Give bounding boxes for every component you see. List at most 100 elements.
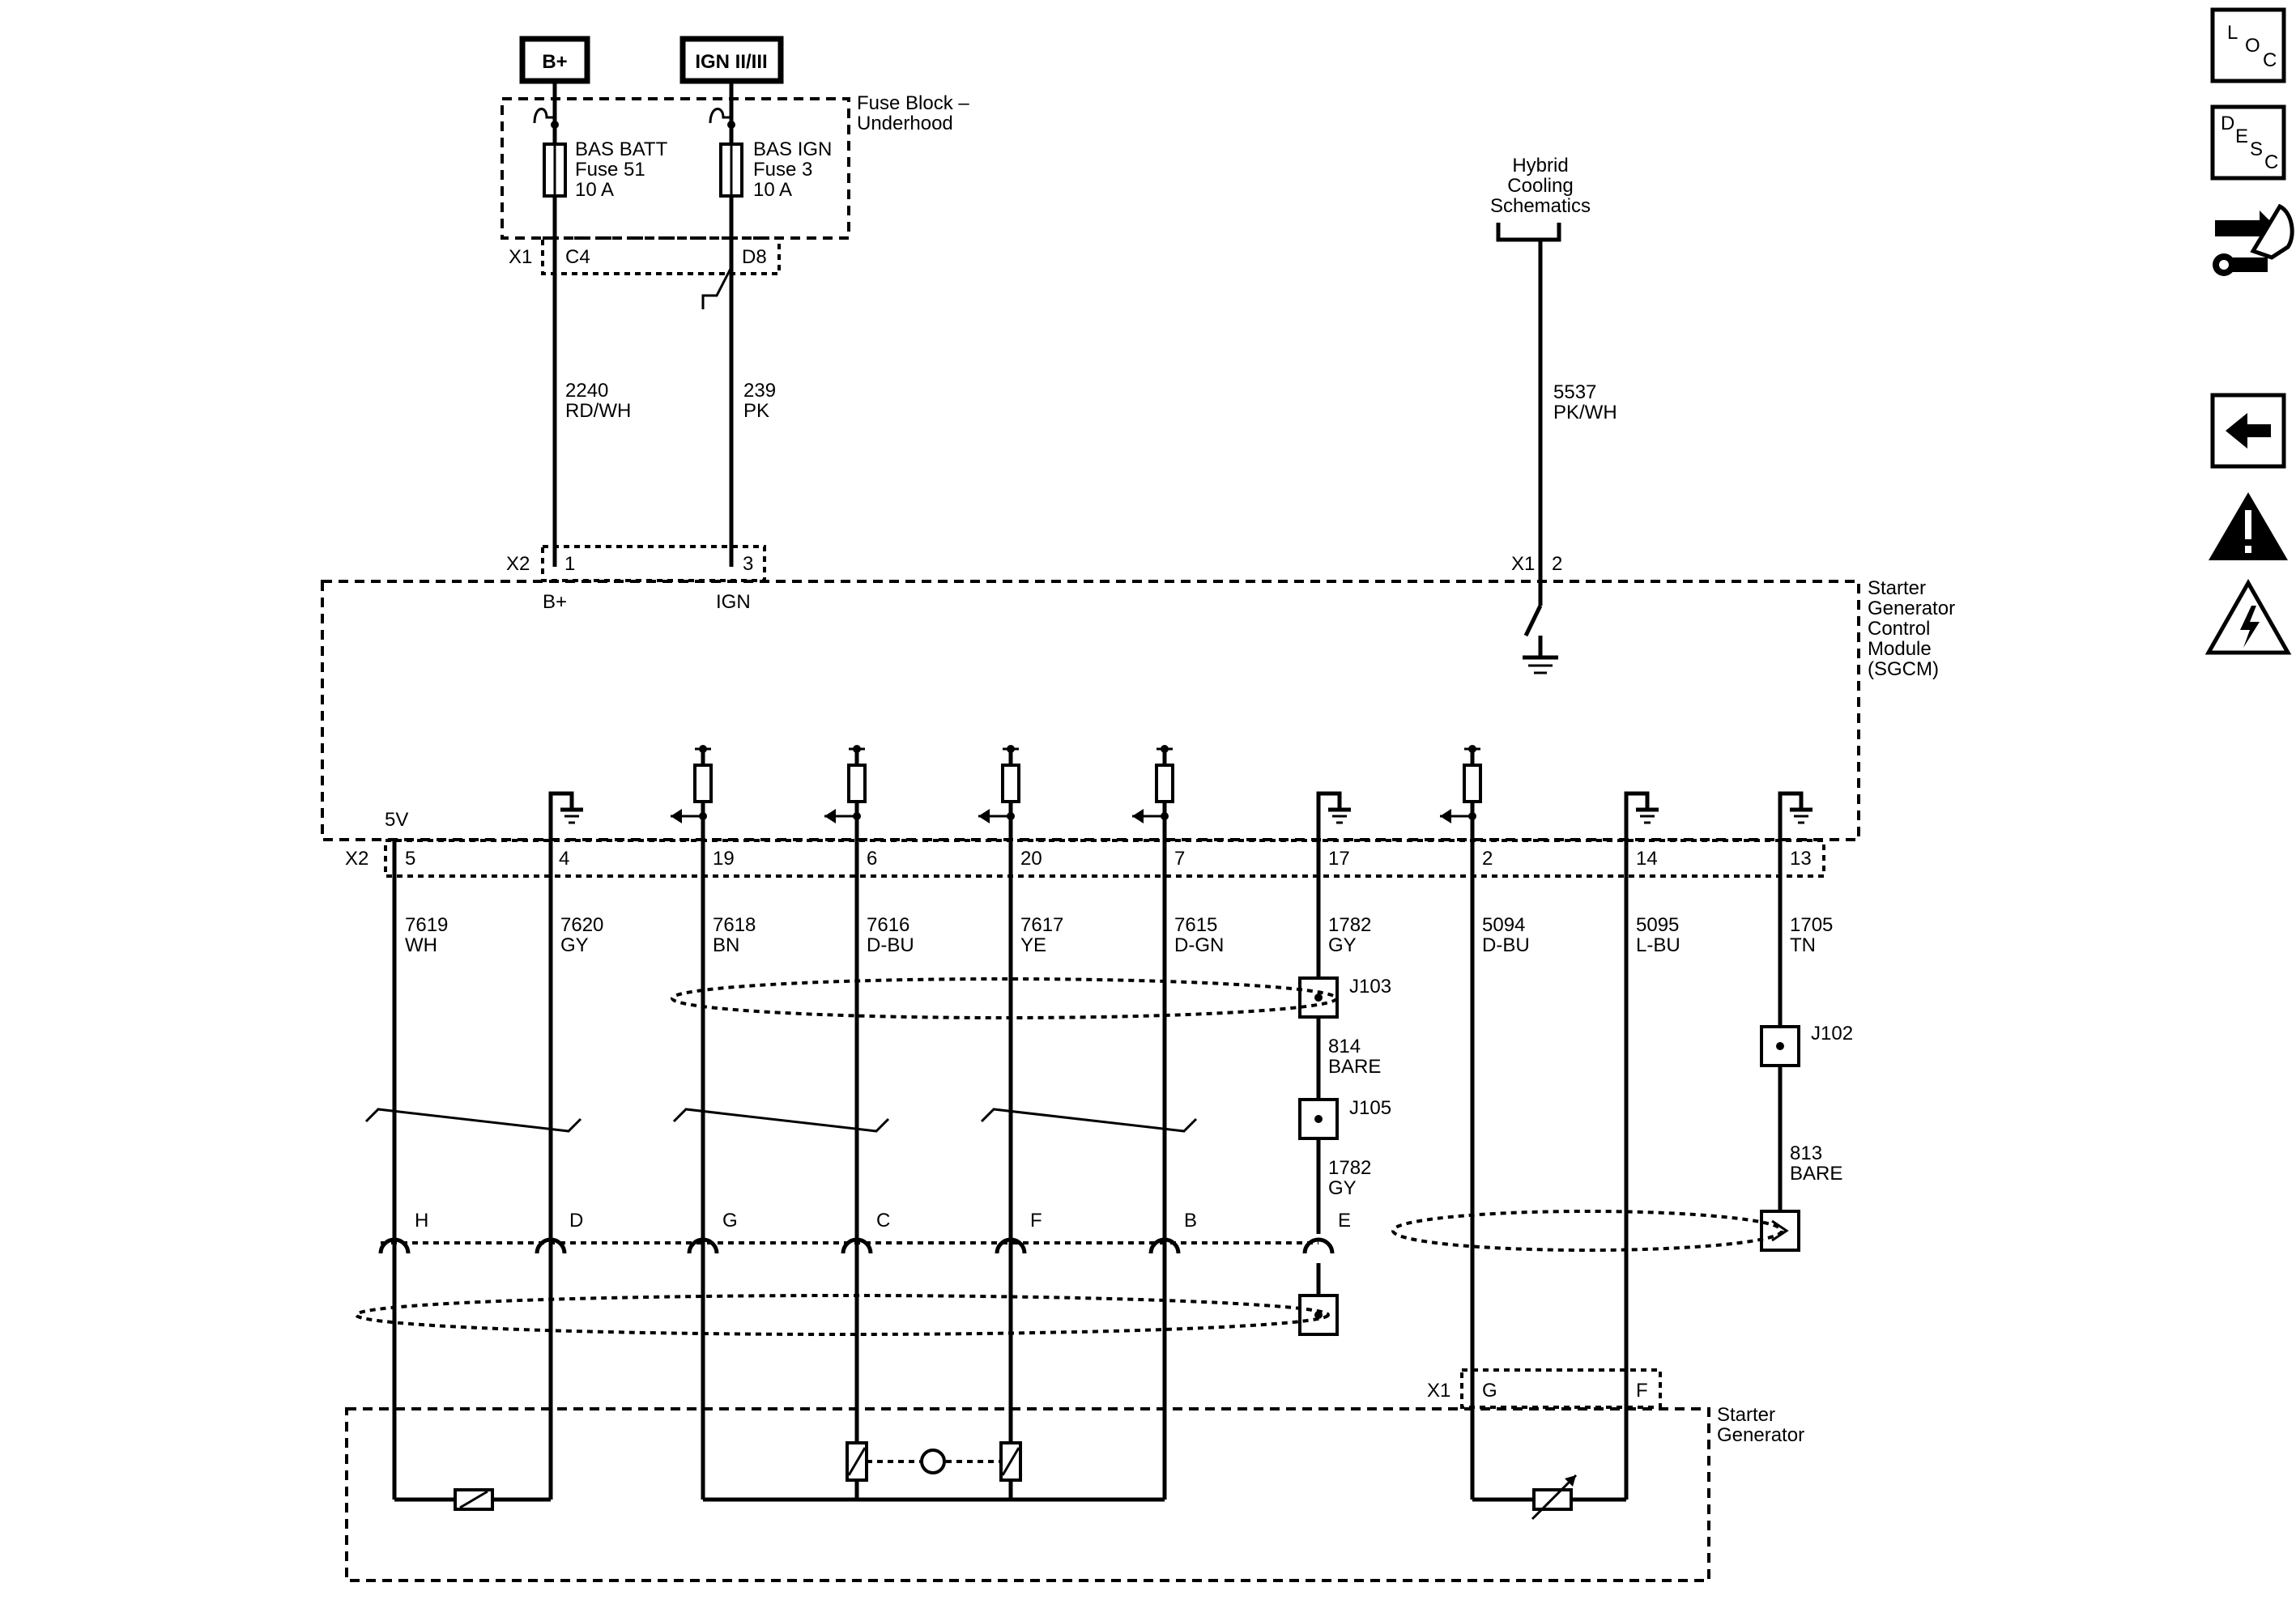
- wire-7619-circuit: 7619: [405, 914, 448, 936]
- fuse-51-name: BAS BATT: [575, 138, 668, 160]
- sgcm-top-connector-x2: X2: [506, 553, 530, 575]
- wire-5094-color: D-BU: [1482, 934, 1530, 956]
- sgcm-pin-1: 1: [564, 553, 575, 575]
- diagnostic-repair-icon[interactable]: [2213, 203, 2294, 276]
- shield-ellipses: [355, 977, 1783, 1336]
- inline-pin-e: E: [1338, 1210, 1351, 1232]
- ign-label: IGN II/III: [695, 51, 767, 73]
- wire-1705-color: TN: [1790, 934, 1816, 956]
- inline-pin-d: D: [569, 1210, 583, 1232]
- fuse-connector-x1: X1: [509, 246, 532, 268]
- caution-icon: [2209, 492, 2288, 560]
- b-plus-source: B+: [519, 36, 590, 84]
- location-button[interactable]: L O C: [2210, 7, 2286, 83]
- b-plus-circuit: BAS BATT Fuse 51 10 A: [533, 81, 668, 567]
- wire-7617-color: YE: [1020, 934, 1046, 956]
- fuse-51-rating: 10 A: [575, 179, 614, 201]
- drain-813-color: BARE: [1790, 1163, 1842, 1185]
- inline-connector: H D G C F B E: [378, 1210, 1351, 1254]
- hybrid-label-2: Cooling: [1507, 175, 1573, 197]
- fuse-block: Fuse Block – Underhood: [501, 92, 969, 240]
- resolver-coils: [703, 1441, 1165, 1502]
- fuse-pin-d8: D8: [742, 246, 767, 268]
- wire-5095: 5095 L-BU: [1624, 791, 1680, 1500]
- sgcm-pin-4: 4: [559, 848, 569, 870]
- sgcm-pin-2: 2: [1482, 848, 1493, 870]
- splice-j102: J102: [1811, 1023, 1853, 1045]
- wire-2240-color: RD/WH: [565, 400, 631, 422]
- wire-7615-color: D-GN: [1174, 934, 1224, 956]
- fuse-3-rating: 10 A: [753, 179, 792, 201]
- temp-sensor-1: [394, 1488, 551, 1511]
- splice-j105: J105: [1349, 1097, 1391, 1119]
- wire-7616: 7616 D-BU: [824, 745, 914, 1500]
- sgcm-pin-6: 6: [867, 848, 877, 870]
- sgcm-pin-19: 19: [713, 848, 735, 870]
- fuse-51-number: Fuse 51: [575, 159, 645, 181]
- starter-generator-title-2: Generator: [1717, 1424, 1804, 1446]
- sgcm-title-5: (SGCM): [1868, 658, 1939, 680]
- wire-239-color: PK: [743, 400, 769, 422]
- loc-letter-o: O: [2245, 35, 2260, 57]
- starter-generator: Starter Generator X1 G F: [345, 1368, 1804, 1582]
- starter-connector-x1: X1: [1427, 1380, 1450, 1402]
- wire-7619: 7619 WH: [392, 840, 448, 1500]
- sgcm-pin-13: 13: [1790, 848, 1812, 870]
- b-plus-label: B+: [542, 51, 567, 73]
- wire-7620-circuit: 7620: [560, 914, 603, 936]
- wire-1782-circuit: 1782: [1328, 914, 1371, 936]
- sgcm-pin-3: 3: [743, 553, 753, 575]
- desc-letter-d: D: [2221, 113, 2234, 134]
- sgcm-title-1: Starter: [1868, 577, 1926, 599]
- wire-7617-circuit: 7617: [1020, 914, 1063, 936]
- drain-814-circuit: 814: [1328, 1036, 1361, 1057]
- drain-813-circuit: 813: [1790, 1142, 1822, 1164]
- fuse-block-title-1: Fuse Block –: [857, 92, 969, 114]
- sgcm-title-4: Module: [1868, 638, 1932, 660]
- wire-1705-circuit: 1705: [1790, 914, 1833, 936]
- wire-7618-color: BN: [713, 934, 739, 956]
- desc-letter-e: E: [2235, 126, 2248, 147]
- sgcm-pin-7: 7: [1174, 848, 1185, 870]
- sgcm-pin-name-bplus: B+: [543, 591, 567, 613]
- wire-1782-color: GY: [1328, 934, 1357, 956]
- inline-pin-g: G: [722, 1210, 738, 1232]
- temp-sensor-2: [1472, 1474, 1626, 1521]
- starter-pin-g: G: [1482, 1380, 1497, 1402]
- twisted-pair-markers: [364, 1108, 1198, 1133]
- wire-2240-circuit: 2240: [565, 380, 608, 402]
- loc-letter-l: L: [2227, 22, 2238, 44]
- sgcm-pin-17: 17: [1328, 848, 1350, 870]
- loc-letter-c: C: [2263, 49, 2277, 71]
- inline-pin-b: B: [1184, 1210, 1197, 1232]
- wire-1782-mid-circuit: 1782: [1328, 1157, 1371, 1179]
- wire-5537-color: PK/WH: [1553, 402, 1617, 423]
- drain-814-color: BARE: [1328, 1056, 1381, 1078]
- sgcm-pin-14: 14: [1636, 848, 1658, 870]
- wire-7618-circuit: 7618: [713, 914, 756, 936]
- hybrid-label-3: Schematics: [1490, 195, 1591, 217]
- ign-circuit: BAS IGN Fuse 3 10 A: [701, 81, 832, 567]
- wire-7620-color: GY: [560, 934, 589, 956]
- wire-7619-color: WH: [405, 934, 437, 956]
- inline-pin-c: C: [876, 1210, 890, 1232]
- sgcm-title-3: Control: [1868, 618, 1930, 640]
- description-button[interactable]: D E S C: [2210, 104, 2286, 181]
- fuse-block-title-2: Underhood: [857, 113, 953, 134]
- inline-pin-h: H: [415, 1210, 428, 1232]
- inline-pin-f: F: [1030, 1210, 1042, 1232]
- sgcm-pin-5: 5: [405, 848, 415, 870]
- ign-source: IGN II/III: [679, 36, 784, 84]
- sgcm-title-2: Generator: [1868, 598, 1955, 619]
- fuse-3-name: BAS IGN: [753, 138, 832, 160]
- wire-5537-circuit: 5537: [1553, 381, 1596, 403]
- fuse-block-connector: X1 C4 D8: [509, 236, 781, 275]
- back-arrow-button[interactable]: [2210, 393, 2286, 469]
- wire-5095-circuit: 5095: [1636, 914, 1679, 936]
- left-arrow-icon: [2226, 413, 2271, 449]
- wire-5095-color: L-BU: [1636, 934, 1680, 956]
- five-volt-label: 5V: [385, 809, 408, 831]
- wire-5094: 5094 D-BU: [1440, 745, 1530, 1500]
- desc-letter-s: S: [2250, 138, 2263, 160]
